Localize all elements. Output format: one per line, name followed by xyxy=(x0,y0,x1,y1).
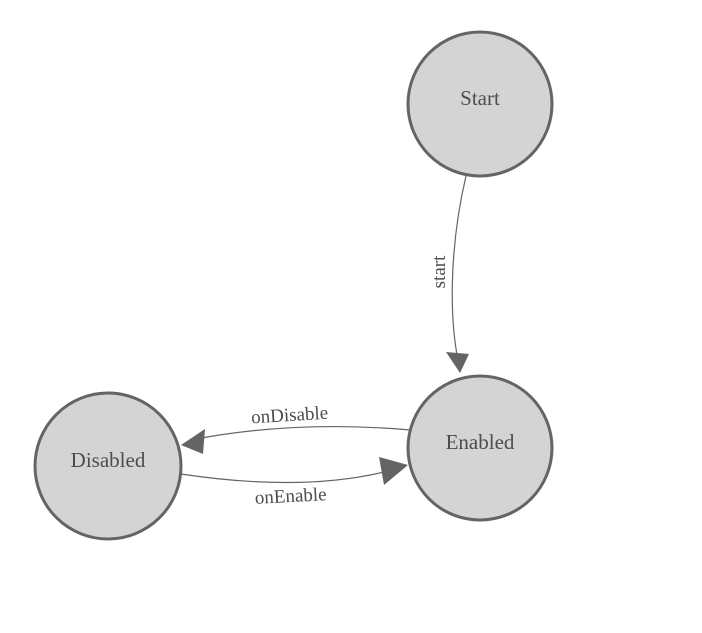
state-label-start: Start xyxy=(460,86,500,110)
state-label-enabled: Enabled xyxy=(446,430,515,454)
arrowhead-start-to-enabled xyxy=(446,352,469,373)
transition-edge-enabled-to-disabled[interactable] xyxy=(195,425,411,440)
edge-label-onenable: onEnable xyxy=(254,484,327,509)
state-label-disabled: Disabled xyxy=(71,448,146,472)
state-node-enabled[interactable] xyxy=(406,374,554,522)
edge-label-start: start xyxy=(429,255,450,288)
transition-edge-disabled-to-enabled[interactable] xyxy=(180,471,385,484)
edge-label-ondisable: onDisable xyxy=(251,403,329,429)
state-node-disabled[interactable] xyxy=(33,391,183,541)
arrowhead-disabled-to-enabled xyxy=(379,457,408,485)
transition-edge-start-to-enabled[interactable] xyxy=(451,175,467,366)
state-node-start[interactable] xyxy=(406,30,554,178)
arrowhead-enabled-to-disabled xyxy=(181,429,205,454)
